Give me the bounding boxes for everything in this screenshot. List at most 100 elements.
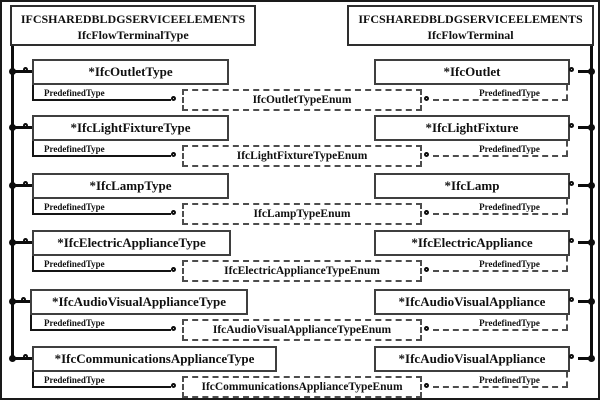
open-circle-terminator [569,354,574,359]
attribute-line-horizontal [32,270,171,272]
attribute-line-horizontal [32,155,171,157]
left-subtype-trunk-line [11,46,14,360]
open-circle-terminator [23,181,28,186]
open-circle-terminator [569,67,574,72]
left-entity-ifc-audio-visual-appliance-type: *IfcAudioVisualApplianceType [30,289,248,315]
header-box-flow-terminal: IFCSHAREDBLDGSERVICEELEMENTS IfcFlowTerm… [347,5,594,46]
left-entity-ifc-electric-appliance-type: *IfcElectricApplianceType [32,230,231,256]
attribute-dashed-line-vertical [566,315,568,330]
predefinedtype-label-right: PredefinedType [479,318,540,328]
predefinedtype-label-right: PredefinedType [479,88,540,98]
attribute-dashed-line-vertical [566,199,568,214]
open-circle-terminator [424,383,429,388]
enum-box-communications-appliance-type-enum: IfcCommunicationsApplianceTypeEnum [182,376,422,398]
attribute-dashed-line [433,386,568,388]
open-circle-terminator [23,67,28,72]
right-entity-ifc-electric-appliance: *IfcElectricAppliance [374,230,570,256]
attribute-line-vertical [30,315,32,330]
right-entity-ifc-audio-visual-appliance-duplicate: *IfcAudioVisualAppliance [374,346,570,372]
predefinedtype-label-left: PredefinedType [44,202,105,212]
attribute-dashed-line [433,213,568,215]
attribute-dashed-line [433,99,568,101]
attribute-dashed-line-vertical [566,256,568,271]
open-circle-terminator [21,297,26,302]
diagram-row-communications-appliance: *IfcCommunicationsApplianceType Predefin… [2,346,598,398]
open-circle-terminator [171,152,176,157]
open-circle-terminator [424,267,429,272]
attribute-line-horizontal [32,99,171,101]
diagram-row-light-fixture: *IfcLightFixtureType PredefinedType IfcL… [2,115,598,175]
attribute-line-horizontal [32,213,171,215]
subtype-stub-line [578,184,592,187]
enum-box-audio-visual-appliance-type-enum: IfcAudioVisualApplianceTypeEnum [182,319,422,341]
right-entity-ifc-audio-visual-appliance: *IfcAudioVisualAppliance [374,289,570,315]
right-subtype-trunk-line [590,46,593,360]
left-entity-ifc-lamp-type: *IfcLampType [32,173,229,199]
attribute-dashed-line [433,329,568,331]
attribute-line-horizontal [32,386,171,388]
open-circle-terminator [569,297,574,302]
left-entity-ifc-outlet-type: *IfcOutletType [32,59,229,85]
attribute-line-vertical [32,85,34,100]
attribute-dashed-line [433,270,568,272]
open-circle-terminator [171,326,176,331]
schema-name-left: IFCSHAREDBLDGSERVICEELEMENTS [20,12,246,26]
right-entity-ifc-light-fixture: *IfcLightFixture [374,115,570,141]
subtype-stub-line [12,70,32,73]
left-entity-ifc-light-fixture-type: *IfcLightFixtureType [32,115,229,141]
predefinedtype-label-left: PredefinedType [44,318,105,328]
attribute-line-vertical [32,199,34,214]
attribute-line-vertical [32,372,34,387]
enum-box-light-fixture-type-enum: IfcLightFixtureTypeEnum [182,145,422,167]
open-circle-terminator [424,152,429,157]
enum-box-lamp-type-enum: IfcLampTypeEnum [182,203,422,225]
subtype-stub-line [578,126,592,129]
predefinedtype-label-right: PredefinedType [479,144,540,154]
open-circle-terminator [424,326,429,331]
open-circle-terminator [171,96,176,101]
attribute-dashed-line-vertical [566,141,568,156]
subtype-stub-line [578,357,592,360]
open-circle-terminator [569,123,574,128]
predefinedtype-label-right: PredefinedType [479,259,540,269]
subtype-stub-line [12,184,32,187]
open-circle-terminator [23,354,28,359]
open-circle-terminator [23,238,28,243]
attribute-dashed-line-vertical [566,372,568,387]
diagram-row-outlet: *IfcOutletType PredefinedType IfcOutletT… [2,59,598,119]
attribute-line-vertical [32,141,34,156]
diagram-row-electric-appliance: *IfcElectricApplianceType PredefinedType… [2,230,598,290]
open-circle-terminator [23,123,28,128]
enum-box-outlet-type-enum: IfcOutletTypeEnum [182,89,422,111]
subtype-stub-line [578,70,592,73]
right-entity-ifc-lamp: *IfcLamp [374,173,570,199]
open-circle-terminator [171,267,176,272]
subtype-stub-line [12,357,32,360]
left-entity-ifc-communications-appliance-type: *IfcCommunicationsApplianceType [32,346,277,372]
junction-dot [588,355,595,362]
attribute-dashed-line-vertical [566,85,568,100]
predefinedtype-label-left: PredefinedType [44,259,105,269]
open-circle-terminator [424,96,429,101]
open-circle-terminator [569,181,574,186]
schema-name-right: IFCSHAREDBLDGSERVICEELEMENTS [358,12,583,26]
junction-dot [588,182,595,189]
subtype-stub-line [578,300,592,303]
predefinedtype-label-left: PredefinedType [44,88,105,98]
enum-box-electric-appliance-type-enum: IfcElectricApplianceTypeEnum [182,260,422,282]
right-entity-ifc-outlet: *IfcOutlet [374,59,570,85]
junction-dot [588,68,595,75]
open-circle-terminator [569,238,574,243]
attribute-line-horizontal [30,329,171,331]
junction-dot [588,239,595,246]
open-circle-terminator [424,210,429,215]
subtype-stub-line [578,241,592,244]
entity-name-flow-terminal: IfcFlowTerminal [427,28,514,42]
predefinedtype-label-left: PredefinedType [44,375,105,385]
junction-dot [588,298,595,305]
predefinedtype-label-left: PredefinedType [44,144,105,154]
open-circle-terminator [171,383,176,388]
header-box-flow-terminal-type: IFCSHAREDBLDGSERVICEELEMENTS IfcFlowTerm… [10,5,256,46]
diagram-row-audio-visual-appliance: *IfcAudioVisualApplianceType PredefinedT… [2,289,598,349]
